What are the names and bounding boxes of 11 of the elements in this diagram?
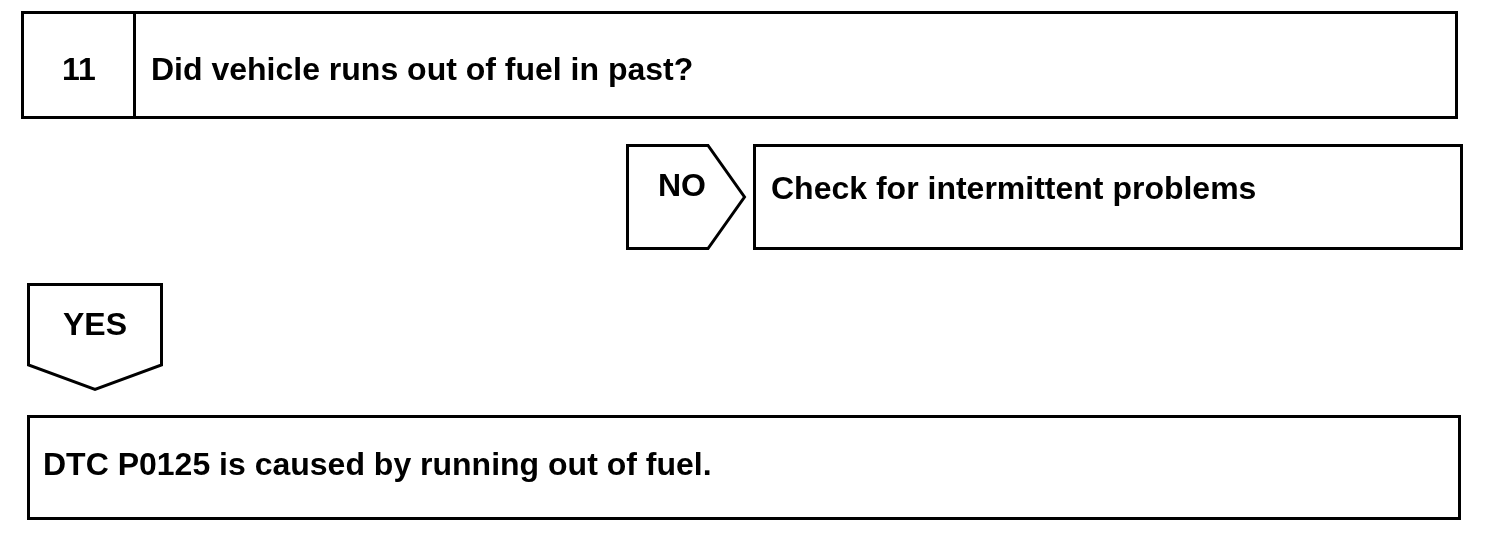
- action-box: [753, 144, 1463, 250]
- branch-arrow-right: [626, 144, 746, 250]
- question-box: [21, 11, 1458, 119]
- question-text: Did vehicle runs out of fuel in past?: [151, 53, 694, 85]
- branch-arrow-down: [27, 283, 163, 391]
- step-number: 11: [62, 53, 96, 85]
- branch-label: YES: [63, 308, 128, 340]
- action-text: DTC P0125 is caused by running out of fuel.: [43, 448, 712, 480]
- action-text: Check for intermittent problems: [771, 172, 1257, 204]
- action-box: [27, 415, 1461, 520]
- branch-label: NO: [658, 169, 706, 201]
